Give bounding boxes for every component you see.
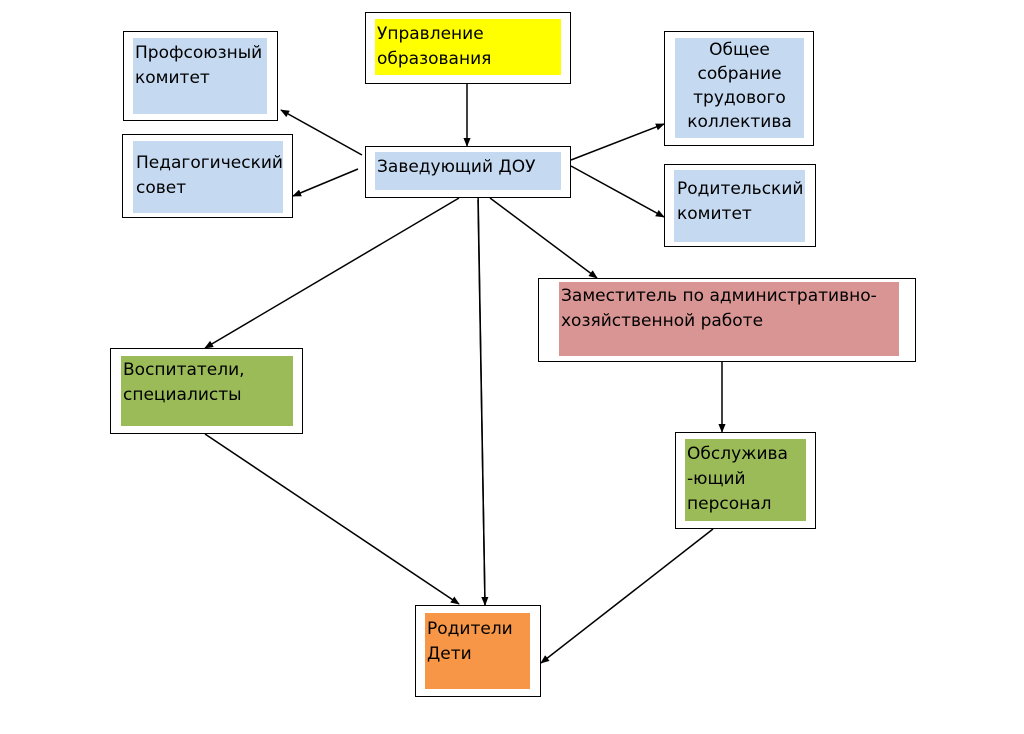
node-upravlenie-line-1: Управление <box>377 24 484 44</box>
node-obshchee-line-1: Общее <box>709 40 770 60</box>
node-obsluzhivayushchiy-line-3: персонал <box>687 494 772 514</box>
node-roditelskiy-line-1: Родительский <box>677 179 804 199</box>
node-roditelskiy-line-2: комитет <box>677 204 752 224</box>
node-roditelskiy: Родительский комитет <box>664 164 816 247</box>
node-roditeli: Родители Дети <box>415 605 541 697</box>
node-pedsovet-line-2: совет <box>136 178 187 198</box>
node-zaveduyushchiy-label: Заведующий ДОУ <box>375 152 561 190</box>
node-pedsovet-label: Педагогический совет <box>133 141 283 213</box>
node-obshchee-line-2: собрание <box>697 64 782 84</box>
node-upravlenie-line-2: образования <box>377 49 492 69</box>
node-vospitateli-line-1: Воспитатели, <box>123 360 245 380</box>
node-pedsovet: Педагогический совет <box>122 134 293 218</box>
arrow-zaveduyushchiy-to-roditelskiy <box>570 165 665 218</box>
arrow-zaveduyushchiy-to-profsoyuz <box>280 109 363 156</box>
arrow-zaveduyushchiy-to-obshchee <box>570 123 665 161</box>
arrow-zaveduyushchiy-to-pedsovet <box>292 168 359 197</box>
node-obshchee-line-3: трудового <box>693 88 786 108</box>
node-profsoyuz-line-2: комитет <box>135 68 210 88</box>
node-zaveduyushchiy: Заведующий ДОУ <box>365 146 571 198</box>
node-upravlenie-label: Управление образования <box>375 19 561 75</box>
node-profsoyuz-label: Профсоюзный комитет <box>133 38 267 114</box>
node-profsoyuz: Профсоюзный комитет <box>123 31 278 121</box>
node-obsluzhivayushchiy-line-1: Обслужива <box>687 444 788 464</box>
node-zamestitel-line-1: Заместитель по административно- <box>561 286 877 306</box>
node-vospitateli-label: Воспитатели, специалисты <box>121 356 293 426</box>
node-zamestitel-label: Заместитель по административно- хозяйств… <box>559 282 899 356</box>
node-roditeli-line-1: Родители <box>427 619 513 639</box>
node-roditeli-label: Родители Дети <box>425 613 530 689</box>
node-obshchee-label: Общее собрание трудового коллектива <box>675 38 804 138</box>
node-obsluzhivayushchiy-line-2: -ющий <box>687 469 746 489</box>
node-zaveduyushchiy-line-1: Заведующий ДОУ <box>377 157 536 177</box>
node-zamestitel-line-2: хозяйственной работе <box>561 311 764 331</box>
node-obsluzhivayushchiy-label: Обслужива -ющий персонал <box>685 439 806 521</box>
node-zamestitel: Заместитель по административно- хозяйств… <box>538 278 916 362</box>
node-profsoyuz-line-1: Профсоюзный <box>135 43 263 63</box>
node-obsluzhivayushchiy: Обслужива -ющий персонал <box>675 432 816 529</box>
node-upravlenie: Управление образования <box>365 12 571 84</box>
node-vospitateli-line-2: специалисты <box>123 385 242 405</box>
arrow-obsluzhivayushchiy-to-roditeli <box>540 528 714 664</box>
arrow-zaveduyushchiy-to-vospitateli <box>204 197 460 349</box>
arrow-vospitateli-to-roditeli <box>204 433 460 605</box>
node-obshchee-line-4: коллектива <box>687 112 792 132</box>
node-roditelskiy-label: Родительский комитет <box>674 170 805 242</box>
arrow-zaveduyushchiy-to-roditeli <box>477 199 489 606</box>
node-roditeli-line-2: Дети <box>427 644 472 664</box>
node-obshchee: Общее собрание трудового коллектива <box>664 31 814 146</box>
node-vospitateli: Воспитатели, специалисты <box>110 348 303 434</box>
arrow-zaveduyushchiy-to-zamestitel <box>489 197 598 279</box>
node-pedsovet-line-1: Педагогический <box>136 153 283 173</box>
